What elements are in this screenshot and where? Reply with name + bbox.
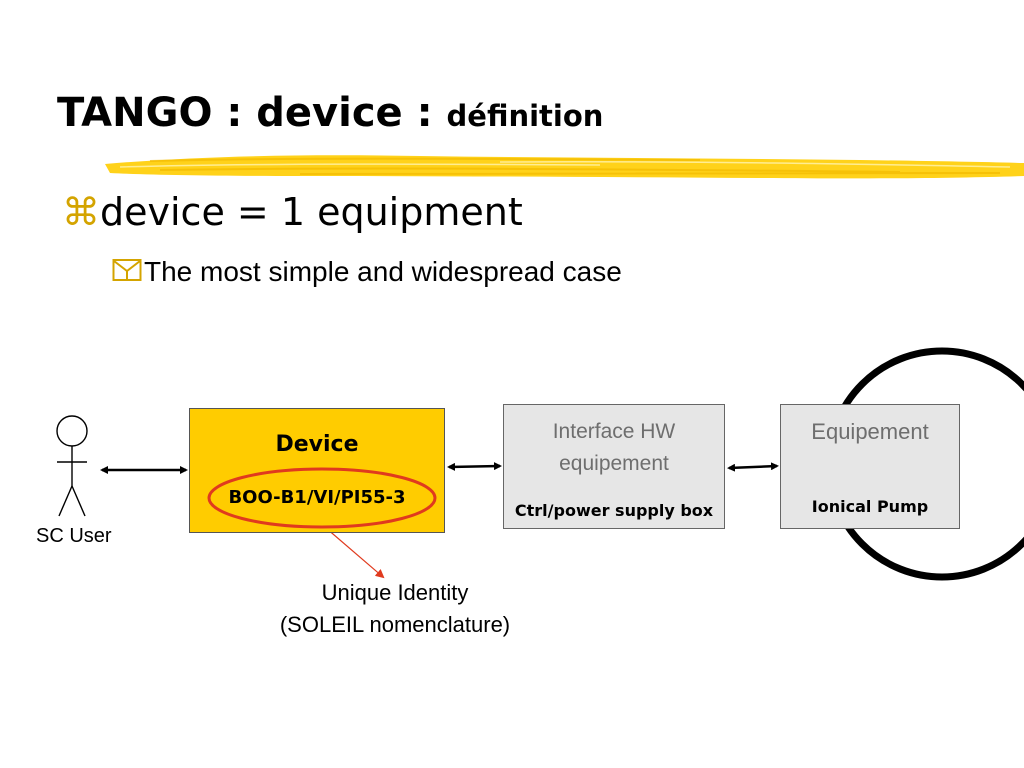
annotation-line2: (SOLEIL nomenclature) — [279, 612, 511, 637]
bullet-level-1: ⌘device = 1 equipment — [62, 190, 523, 234]
identity-pointer-arrow — [325, 527, 385, 579]
equipment-subtitle: Ionical Pump — [811, 497, 929, 516]
device-id: BOO-B1/VI/PI55-3 — [228, 487, 406, 508]
device-id-highlight-ellipse — [207, 467, 437, 529]
equipment-box: Equipement Ionical Pump — [780, 404, 960, 529]
envelope-y-icon — [112, 258, 142, 289]
interface-hw-title-line2: equipement — [559, 452, 669, 475]
slide-title-small: définition — [446, 99, 604, 133]
slide-title-main: TANGO : device : — [57, 90, 447, 136]
bullet-level-2-text: The most simple and widespread case — [144, 256, 622, 287]
interface-hw-box: Interface HW equipement Ctrl/power supply… — [503, 404, 725, 529]
sc-user-label: SC User — [36, 525, 112, 547]
bullet-level-2: The most simple and widespread case — [112, 256, 622, 289]
command-key-icon: ⌘ — [62, 190, 100, 234]
arrow-interface-equipment — [727, 462, 779, 472]
equipment-title: Equipement — [811, 419, 929, 444]
slide-title: TANGO : device : définition — [57, 93, 603, 133]
interface-hw-title: Interface HW equipement — [504, 416, 724, 480]
unique-identity-annotation: Unique Identity (SOLEIL nomenclature) — [262, 577, 528, 641]
interface-hw-title-line1: Interface HW — [552, 420, 676, 443]
device-title: Device — [275, 432, 359, 457]
bullet-level-1-text: device = 1 equipment — [100, 190, 523, 234]
title-underline-brush — [105, 155, 1024, 179]
annotation-line1: Unique Identity — [321, 580, 469, 605]
interface-hw-subtitle: Ctrl/power supply box — [514, 501, 714, 520]
stick-figure-icon — [56, 415, 88, 517]
arrow-device-interface — [447, 462, 502, 471]
